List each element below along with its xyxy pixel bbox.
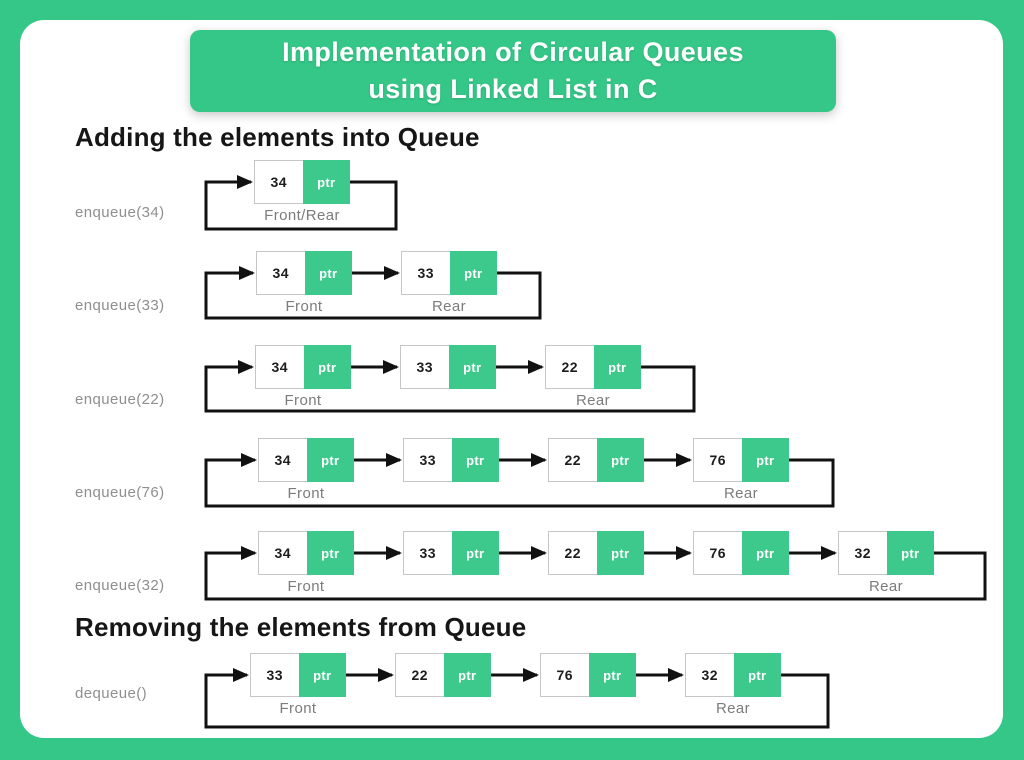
- operation-label: enqueue(32): [75, 577, 165, 594]
- node-value-cell: 32: [838, 531, 887, 575]
- node-ptr-cell: ptr: [451, 438, 499, 482]
- node-value-cell: 33: [401, 251, 450, 295]
- front-label: Front/Rear: [264, 207, 340, 224]
- node-ptr-cell: ptr: [304, 251, 352, 295]
- node-value-cell: 32: [685, 653, 734, 697]
- node-value-cell: 76: [693, 531, 742, 575]
- rear-label: Rear: [723, 485, 759, 502]
- circular-loop-arrow: [204, 360, 696, 413]
- operation-label: dequeue(): [75, 685, 147, 702]
- node-value-cell: 22: [548, 531, 597, 575]
- node-value-cell: 33: [250, 653, 299, 697]
- node-ptr-cell: ptr: [886, 531, 934, 575]
- circular-loop-arrow: [204, 175, 398, 231]
- rear-label: Rear: [431, 298, 467, 315]
- operation-label: enqueue(22): [75, 391, 165, 408]
- node-value-cell: 34: [256, 251, 305, 295]
- title-line-2: using Linked List in C: [368, 74, 658, 104]
- node-ptr-cell: ptr: [306, 438, 354, 482]
- node-value-cell: 34: [258, 438, 307, 482]
- node-ptr-cell: ptr: [733, 653, 781, 697]
- node-value-cell: 33: [403, 531, 452, 575]
- node-ptr-cell: ptr: [443, 653, 491, 697]
- circular-loop-arrow: [204, 668, 830, 729]
- content-panel: [20, 20, 1003, 738]
- node-ptr-cell: ptr: [741, 438, 789, 482]
- section-heading-adding: Adding the elements into Queue: [75, 122, 480, 152]
- node-value-cell: 76: [540, 653, 589, 697]
- node-ptr-cell: ptr: [449, 251, 497, 295]
- circular-loop-arrow: [204, 546, 987, 601]
- node-ptr-cell: ptr: [298, 653, 346, 697]
- node-value-cell: 22: [545, 345, 594, 389]
- title-line-1: Implementation of Circular Queues: [282, 37, 744, 67]
- front-label: Front: [279, 700, 317, 717]
- node-ptr-cell: ptr: [596, 438, 644, 482]
- node-ptr-cell: ptr: [302, 160, 350, 204]
- operation-label: enqueue(34): [75, 204, 165, 221]
- front-label: Front: [287, 485, 325, 502]
- node-ptr-cell: ptr: [448, 345, 496, 389]
- section-heading-removing: Removing the elements from Queue: [75, 612, 527, 642]
- node-value-cell: 33: [403, 438, 452, 482]
- title-banner: Implementation of Circular Queues using …: [190, 30, 836, 112]
- front-label: Front: [287, 578, 325, 595]
- node-value-cell: 22: [395, 653, 444, 697]
- node-ptr-cell: ptr: [306, 531, 354, 575]
- node-value-cell: 34: [255, 345, 304, 389]
- node-value-cell: 34: [254, 160, 303, 204]
- operation-label: enqueue(76): [75, 484, 165, 501]
- circular-loop-arrow: [204, 266, 542, 320]
- operation-label: enqueue(33): [75, 297, 165, 314]
- node-ptr-cell: ptr: [451, 531, 499, 575]
- node-value-cell: 76: [693, 438, 742, 482]
- node-value-cell: 33: [400, 345, 449, 389]
- rear-label: Rear: [868, 578, 904, 595]
- front-label: Front: [285, 298, 323, 315]
- node-ptr-cell: ptr: [596, 531, 644, 575]
- circular-loop-arrow: [204, 453, 835, 508]
- node-value-cell: 34: [258, 531, 307, 575]
- node-value-cell: 22: [548, 438, 597, 482]
- rear-label: Rear: [575, 392, 611, 409]
- node-ptr-cell: ptr: [593, 345, 641, 389]
- front-label: Front: [284, 392, 322, 409]
- node-ptr-cell: ptr: [303, 345, 351, 389]
- rear-label: Rear: [715, 700, 751, 717]
- node-ptr-cell: ptr: [588, 653, 636, 697]
- node-ptr-cell: ptr: [741, 531, 789, 575]
